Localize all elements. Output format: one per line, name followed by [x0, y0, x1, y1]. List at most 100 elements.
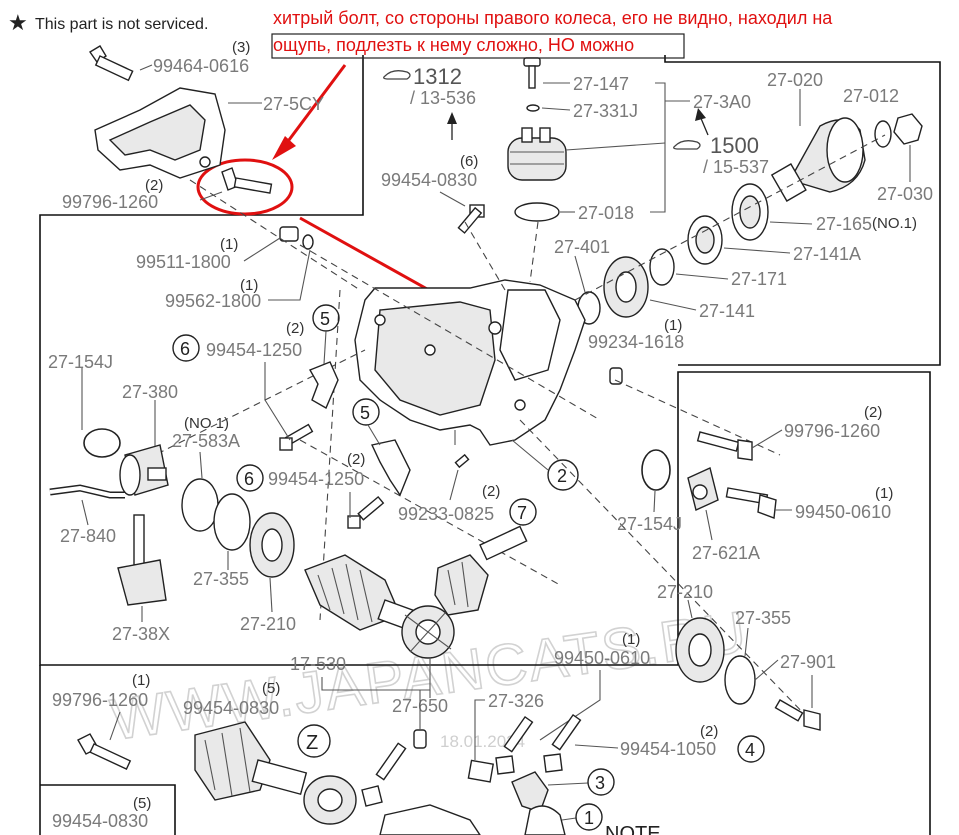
label-99796-1260-b: 99796-1260 [784, 421, 880, 441]
qty-1b: (1) [240, 277, 258, 294]
callout-5b: 5 [360, 403, 370, 423]
o-ring-27-018-icon [514, 202, 560, 222]
callout-7: 7 [517, 503, 527, 523]
flange-27-020-icon [770, 117, 866, 202]
qty-3a: (3) [232, 39, 250, 56]
qty-2e: (2) [482, 483, 500, 500]
qty-1c: (1) [664, 317, 682, 334]
highlight-circle [196, 158, 294, 216]
arrow-up-icon [447, 112, 457, 140]
label-99233-0825: 99233-0825 [398, 504, 494, 524]
bracket-27-5cy-icon [94, 87, 226, 179]
label-27-3a0: 27-3A0 [693, 92, 751, 112]
label-27-355-b: 27-355 [735, 608, 791, 628]
label-27-401: 27-401 [554, 237, 610, 257]
qty-2b: (2) [286, 320, 304, 337]
bolt-99454-1250-a-icon [279, 423, 314, 451]
diagram-frame [39, 55, 941, 835]
label-27-210-a: 27-210 [240, 614, 296, 634]
label-27-171: 27-171 [731, 269, 787, 289]
label-27-840: 27-840 [60, 526, 116, 546]
label-99454-1050: 99454-1050 [620, 739, 716, 759]
housing-bottom-icon [379, 804, 481, 835]
label-99234-1618: 99234-1618 [588, 332, 684, 352]
bevel-gear-pinion-icon [434, 525, 528, 616]
bolt-99454-1050-a-icon [495, 715, 534, 775]
bolt-99454-0830-a-icon [457, 204, 485, 234]
label-99454-0830-a: 99454-0830 [381, 170, 477, 190]
label-27-012: 27-012 [843, 86, 899, 106]
annotation-box [271, 33, 685, 59]
plug-bottom-icon [413, 729, 427, 749]
label-99464-0616: 99464-0616 [153, 56, 249, 76]
bolt-bottom-center-icon [361, 742, 407, 807]
qty-2f: (2) [700, 723, 718, 740]
callout-4: 4 [745, 740, 755, 760]
label-99454-0830-c: 99454-0830 [52, 811, 148, 831]
annotation-line-1: хитрый болт, со стороны правого колеса, … [273, 8, 833, 28]
shim-27-355-a-icon [213, 493, 251, 551]
not-serviced-note: This part is not serviced. [35, 16, 208, 33]
bolt-99796-1260-b-icon [696, 431, 753, 461]
label-27-38x: 27-38X [112, 624, 170, 644]
label-27-147: 27-147 [573, 74, 629, 94]
qty-5b: (5) [133, 795, 151, 812]
plate-27-326-icon [467, 759, 495, 783]
o-ring-27-583a-icon [181, 478, 219, 532]
label-99454-1250-b: 99454-1250 [268, 469, 364, 489]
label-27-355-a: 27-355 [193, 569, 249, 589]
hand-pointer-icon [383, 70, 411, 80]
label-27-020: 27-020 [767, 70, 823, 90]
qty-1d: (1) [875, 485, 893, 502]
snap-ring-27-154j-a-icon [83, 428, 121, 458]
label-27-141a: 27-141A [793, 244, 861, 264]
connector-27-38x-icon [117, 514, 167, 606]
qty-1f: (1) [132, 672, 150, 689]
qty-1a: (1) [220, 236, 238, 253]
callout-5a: 5 [320, 309, 330, 329]
callout-6b: 6 [244, 469, 254, 489]
race-27-171-icon [649, 248, 675, 286]
no1-a: (NO.1) [872, 215, 917, 232]
label-27-154j-a: 27-154J [48, 352, 113, 372]
qty-2d: (2) [347, 451, 365, 468]
bolt-99796-1260-highlighted-icon [221, 167, 273, 194]
label-27-901: 27-901 [780, 652, 836, 672]
bolt-99464-0616-icon [88, 45, 134, 82]
qty-2a: (2) [145, 177, 163, 194]
snap-ring-27-154j-b-icon [641, 449, 671, 491]
callout-z: Z [306, 732, 318, 754]
label-99511-1800: 99511-1800 [136, 252, 231, 272]
label-99454-0830-b: 99454-0830 [183, 698, 279, 718]
washer-27-012-icon [874, 120, 892, 148]
label-99450-0610-b: 99450-0610 [554, 648, 650, 668]
pipe-27-840-icon [49, 484, 125, 499]
label-27-141: 27-141 [699, 301, 755, 321]
note-label: NOTE [605, 823, 661, 835]
label-27-331j: 27-331J [573, 101, 638, 121]
annotation-line-2: ощупь, подлезть к нему сложно, НО можно [273, 35, 634, 55]
pin-99234-1618-icon [609, 367, 623, 385]
callout-1: 1 [584, 808, 594, 828]
label-27-165: 27-165 [816, 214, 872, 234]
hand-pointer-icon [673, 140, 701, 150]
sensor-27-621a-icon [687, 467, 719, 511]
no1-b: (NO 1) [184, 415, 229, 432]
bolt-27-901-icon [774, 699, 821, 731]
nut-27-030-icon [893, 113, 923, 145]
star-icon: ★ [8, 10, 28, 35]
washer-27-331j-icon [526, 104, 540, 112]
label-27-380: 27-380 [122, 382, 178, 402]
label-27-583a: 27-583A [172, 431, 240, 451]
fork-1-icon [524, 805, 566, 835]
callout-circle-7 [509, 498, 537, 526]
label-27-326: 27-326 [488, 691, 544, 711]
label-99796-1260-c: 99796-1260 [52, 690, 148, 710]
bracket-5-upper-icon [308, 361, 339, 409]
ref-1312: 1312 [413, 64, 462, 89]
label-99796-1260-a: 99796-1260 [62, 192, 158, 212]
callout-circle-6a [172, 334, 200, 362]
ref-13-536: / 13-536 [410, 88, 476, 108]
callout-circle-6b [236, 464, 264, 492]
ref-1500: 1500 [710, 133, 759, 158]
